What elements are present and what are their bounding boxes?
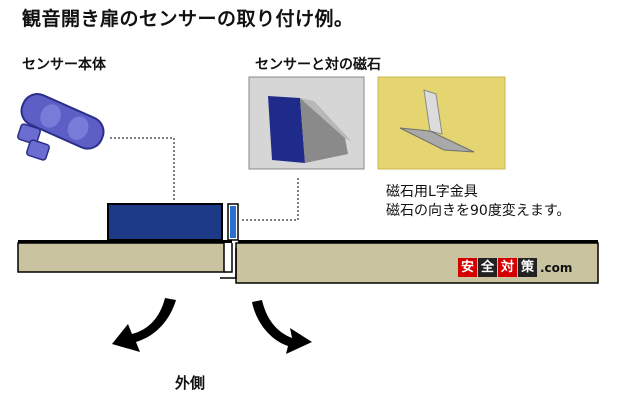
- bracket-note-line2: 磁石の向きを90度変えます。: [386, 203, 571, 219]
- label-outside: 外側: [175, 374, 206, 392]
- logo-char-3: 対: [498, 258, 517, 277]
- logo-domain: .com: [540, 260, 573, 275]
- sensor-photo: [17, 93, 105, 161]
- page-title: 観音開き扉のセンサーの取り付け例。: [22, 8, 354, 30]
- leader-lines: [110, 137, 299, 221]
- logo-char-4: 策: [518, 258, 537, 277]
- sensor-body: [107, 203, 223, 241]
- label-sensor-magnet: センサーと対の磁石: [255, 57, 381, 73]
- magnet-photo: [248, 76, 365, 170]
- door-left: [17, 240, 232, 273]
- bracket-note: 磁石用L字金具 磁石の向きを90度変えます。: [386, 183, 570, 221]
- door-right: [235, 240, 599, 284]
- l-bracket-photo: [377, 76, 506, 170]
- magnet: [230, 206, 236, 238]
- right-door-swing-arrow: [252, 300, 312, 354]
- logo-char-1: 安: [458, 258, 477, 277]
- label-sensor-body: センサー本体: [22, 57, 106, 73]
- left-door-swing-arrow: [112, 298, 176, 352]
- site-logo: 安 全 対 策 .com: [458, 258, 572, 277]
- bracket-note-line1: 磁石用L字金具: [386, 184, 478, 200]
- door-gap: [224, 243, 233, 273]
- logo-char-2: 全: [478, 258, 497, 277]
